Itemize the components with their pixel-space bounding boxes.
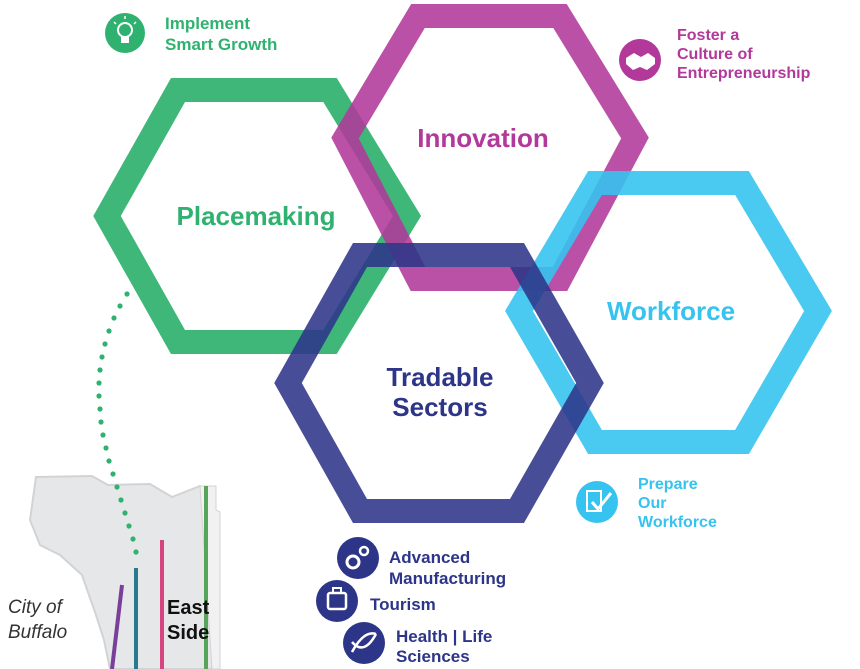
buffalo-map: City of Buffalo East Side: [8, 474, 221, 669]
gears-icon: [337, 537, 379, 579]
callout-prepare-workforce-line1: Prepare: [638, 476, 698, 493]
sector-tourism: Tourism: [316, 580, 436, 622]
handshake-icon: [619, 39, 661, 81]
sector-advanced-manufacturing: Advanced Manufacturing: [337, 537, 506, 588]
sector-label-line1: Advanced: [389, 548, 470, 567]
sector-label-line2: Manufacturing: [389, 569, 506, 588]
callout-smart-growth: Implement Smart Growth: [105, 13, 277, 54]
hexagon-innovation: [331, 4, 649, 291]
callout-prepare-workforce-line3: Workforce: [638, 514, 717, 531]
hexagon-label-placemaking: Placemaking: [177, 201, 336, 231]
callout-smart-growth-line2: Smart Growth: [165, 35, 277, 54]
callout-entrepreneurship-line3: Entrepreneurship: [677, 65, 811, 82]
east-side-label-line1: East: [167, 597, 210, 619]
city-label-line2: Buffalo: [8, 622, 67, 643]
hexagon-label-workforce: Workforce: [607, 296, 735, 326]
hexagon-label-innovation: Innovation: [417, 123, 548, 153]
hexagon-workforce: [505, 171, 832, 454]
dna-icon: [343, 622, 385, 664]
lightbulb-icon: [105, 13, 145, 53]
hexagon-label-tradable: Tradable: [387, 362, 494, 392]
map-line-purple: [110, 584, 124, 669]
checkmark-icon: [576, 481, 618, 523]
luggage-icon: [316, 580, 358, 622]
sector-label-line2: Sciences: [396, 647, 470, 666]
hexagon-placemaking: [93, 78, 422, 354]
callout-smart-growth-line1: Implement: [165, 14, 250, 33]
dotted-connector: [96, 291, 139, 555]
city-label-line1: City of: [8, 597, 64, 618]
sector-label-line1: Tourism: [370, 595, 436, 614]
east-side-label-line2: Side: [167, 622, 209, 644]
city-map-shape: [28, 474, 213, 669]
callout-prepare-workforce: Prepare Our Workforce: [576, 476, 717, 531]
hexagon-tradable-sectors: [274, 243, 604, 523]
sector-label-line1: Health | Life: [396, 627, 492, 646]
callout-entrepreneurship-line1: Foster a: [677, 27, 739, 44]
sector-health-life-sciences: Health | Life Sciences: [343, 622, 492, 666]
hexagon-label-sectors: Sectors: [392, 392, 487, 422]
callout-entrepreneurship-line2: Culture of: [677, 46, 753, 63]
callout-prepare-workforce-line2: Our: [638, 495, 666, 512]
callout-entrepreneurship: Foster a Culture of Entrepreneurship: [619, 27, 811, 82]
